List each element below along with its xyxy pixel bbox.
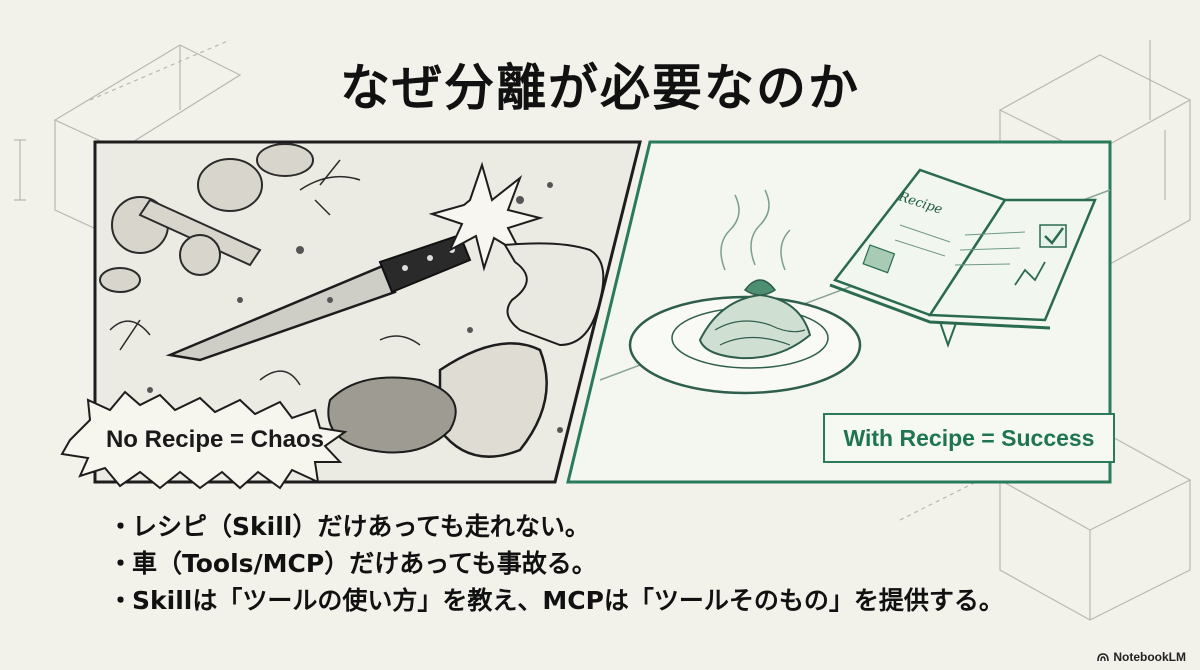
brand-watermark: NotebookLM <box>1097 650 1186 664</box>
success-caption: With Recipe = Success <box>823 413 1115 463</box>
bullet-list: ・レシピ（Skill）だけあっても走れない。 ・車（Tools/MCP）だけあっ… <box>108 508 1108 619</box>
recipe-book: Recipe <box>829 168 1097 348</box>
bullet-item: ・Skillは「ツールの使い方」を教え、MCPは「ツールそのもの」を提供する。 <box>108 582 1108 619</box>
right-wireframe-decor <box>899 40 1192 621</box>
bullet-text: Skillは「ツールの使い方」を教え、MCPは「ツールそのもの」を提供する。 <box>132 586 1004 615</box>
chaos-illustration <box>60 140 642 490</box>
bullet-marker: ・ <box>108 586 134 615</box>
bullet-item: ・レシピ（Skill）だけあっても走れない。 <box>108 508 1108 545</box>
notebooklm-logo-icon <box>1097 653 1110 662</box>
bullet-text: レシピ（Skill）だけあっても走れない。 <box>132 512 590 541</box>
success-illustration: Recipe <box>566 140 1112 484</box>
page-title: なぜ分離が必要なのか <box>340 59 860 117</box>
bullet-item: ・車（Tools/MCP）だけあっても事故る。 <box>108 545 1108 582</box>
chaos-caption: No Recipe = Chaos <box>105 426 325 453</box>
bullet-marker: ・ <box>108 549 134 578</box>
brand-text: NotebookLM <box>1113 650 1186 664</box>
bullet-text: 車（Tools/MCP）だけあっても事故る。 <box>132 549 597 578</box>
bullet-marker: ・ <box>108 512 134 541</box>
